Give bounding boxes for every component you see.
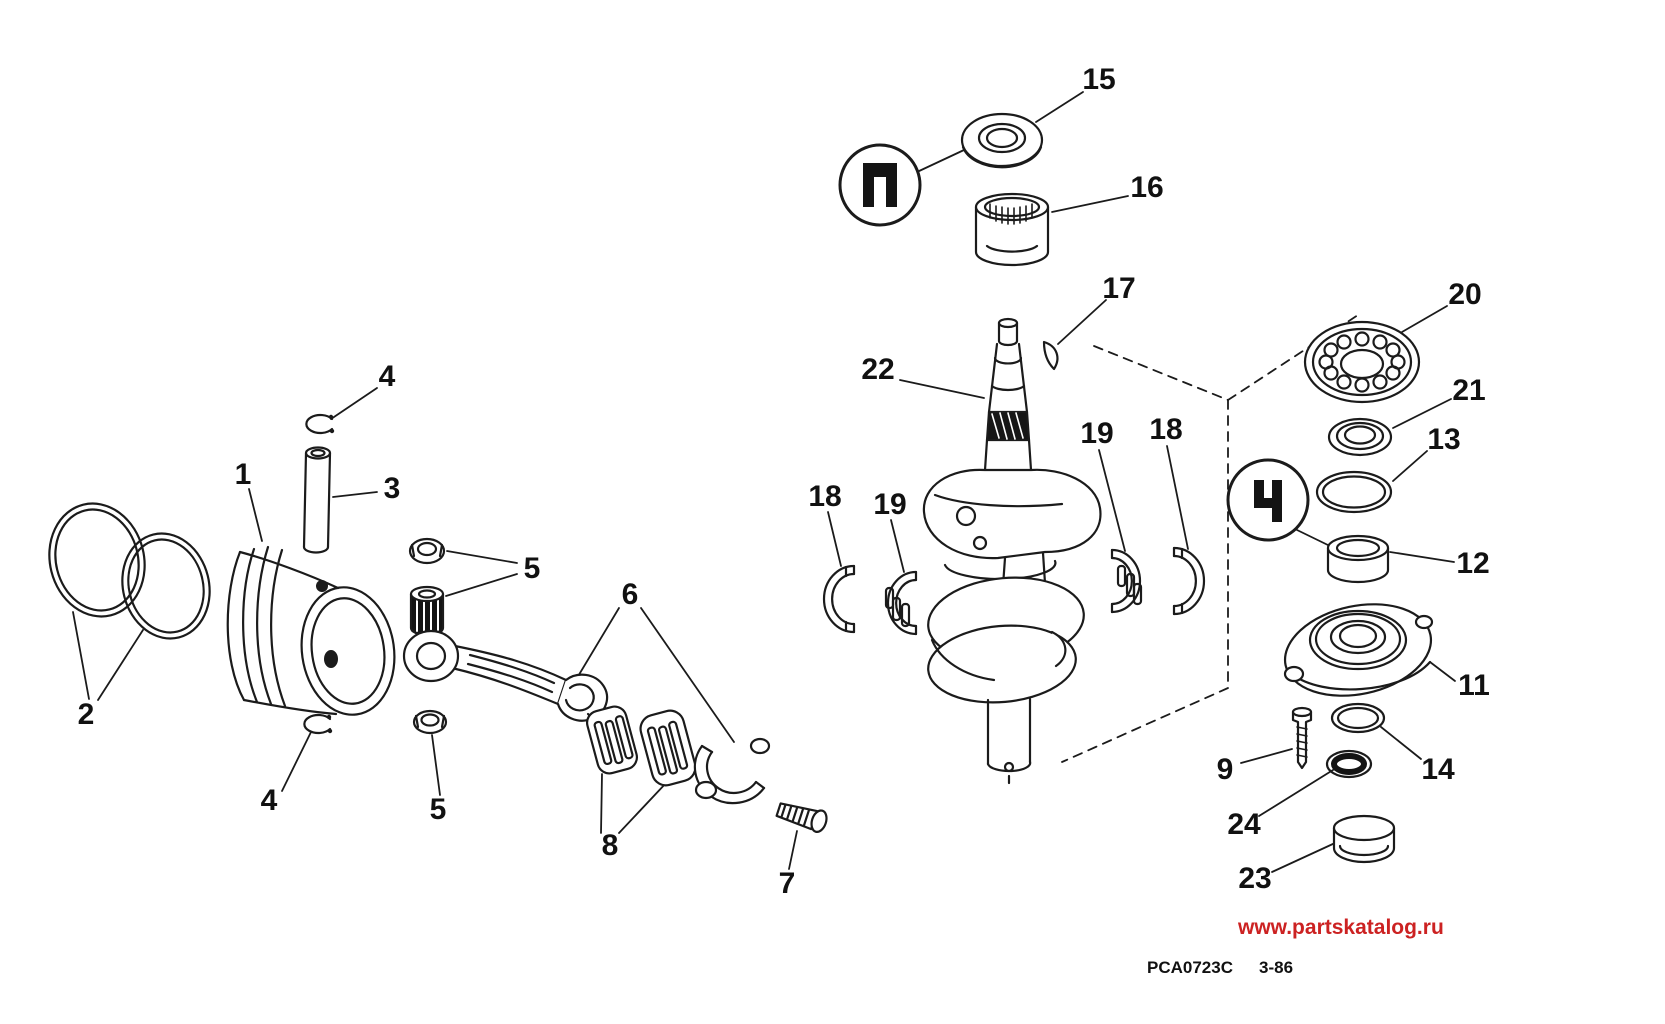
bearing-half-19-right-illustration: [1110, 548, 1143, 614]
watermark-link: www.partskatalog.ru: [1238, 916, 1444, 939]
callout-2: 2: [77, 698, 95, 731]
piston-pin-illustration: [302, 446, 332, 554]
callout-19-right: 19: [1080, 417, 1114, 450]
retainer-cross-section-inset: [1226, 458, 1310, 542]
callout-17: 17: [1102, 272, 1136, 305]
o-ring-large-illustration: [1315, 470, 1393, 514]
retaining-ring-top-illustration: [305, 413, 335, 435]
bearing-half-18-left-illustration: [822, 564, 856, 634]
retaining-ring-bottom-illustration: [303, 713, 333, 735]
end-cap-illustration: [1332, 814, 1396, 864]
callout-24: 24: [1227, 808, 1261, 841]
rod-nut-upper-illustration: [408, 537, 446, 565]
callout-11: 11: [1458, 669, 1490, 702]
callout-9: 9: [1216, 753, 1234, 786]
callout-22: 22: [861, 353, 895, 386]
housing-screw-illustration: [1291, 706, 1313, 770]
callout-14: 14: [1421, 753, 1455, 786]
drawing-revision: 3-86: [1259, 958, 1294, 977]
rod-bearing-cage-b-illustration: [639, 709, 697, 787]
rod-bearing-cage-a-illustration: [585, 705, 639, 775]
seal-cross-section-inset: [838, 143, 922, 227]
callout-21: 21: [1452, 374, 1486, 407]
callout-16: 16: [1130, 171, 1164, 204]
rod-screw-illustration: [775, 802, 828, 833]
callout-20: 20: [1448, 278, 1482, 311]
roller-bearing-illustration: [409, 585, 445, 637]
leader-lines: [72, 91, 1456, 873]
rod-nut-lower-illustration: [412, 709, 448, 735]
thrust-washer-illustration: [1327, 417, 1393, 457]
seal-cup-illustration: [1326, 534, 1390, 584]
crankshaft-key-illustration: [1042, 340, 1059, 371]
o-ring-small-illustration: [1330, 702, 1386, 734]
callout-18-right: 18: [1149, 413, 1183, 446]
bearing-half-18-right-illustration: [1172, 546, 1206, 616]
callout-12: 12: [1456, 547, 1490, 580]
bearing-half-19-left-illustration: [884, 570, 918, 636]
needle-bearing-sleeve-illustration: [974, 192, 1050, 267]
seal-ring-illustration: [1325, 749, 1373, 779]
ball-bearing-illustration: [1303, 320, 1421, 404]
piston-illustration: [226, 545, 396, 716]
callout-18-left: 18: [808, 480, 842, 513]
bearing-housing-illustration: [1283, 603, 1434, 697]
callout-5-upper: 5: [523, 552, 541, 585]
crankshaft-illustration: [922, 317, 1102, 785]
callout-19-left: 19: [873, 488, 907, 521]
callout-13: 13: [1427, 423, 1461, 456]
callout-1: 1: [234, 458, 252, 491]
drawing-code: PCA0723C: [1147, 958, 1233, 977]
piston-rings-illustration: [48, 502, 211, 640]
connecting-rod-illustration: [402, 629, 609, 726]
callout-6: 6: [621, 578, 639, 611]
rod-cap-illustration: [693, 737, 771, 805]
callout-8: 8: [601, 829, 619, 862]
callout-7: 7: [778, 867, 796, 900]
callout-4-bottom: 4: [260, 784, 278, 817]
callout-4-top: 4: [378, 360, 396, 393]
callout-23: 23: [1238, 862, 1272, 895]
callout-5-lower: 5: [429, 793, 447, 826]
drawing-code-block: PCA0723C 3-86: [1147, 958, 1293, 978]
callout-3: 3: [383, 472, 401, 505]
callout-15: 15: [1082, 63, 1116, 96]
crankshaft-seal-illustration: [960, 112, 1044, 169]
